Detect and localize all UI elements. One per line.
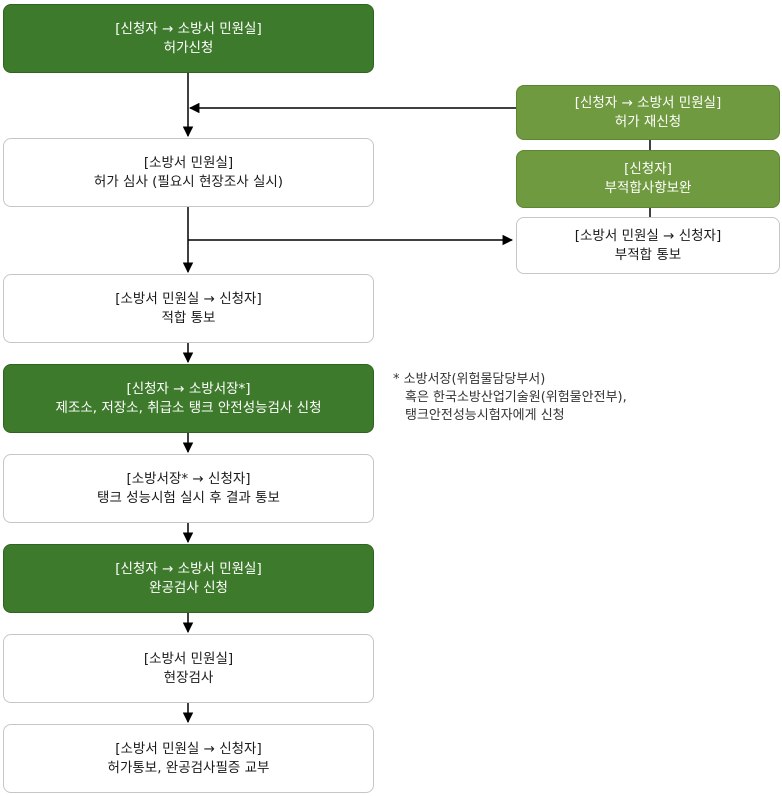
footnote-line: 탱크안전성능시험자에게 신청 <box>405 408 565 423</box>
footnote-line: 혹은 한국소방산업기술원(위험물안전부), <box>405 390 627 405</box>
step-action: 허가 심사 (필요시 현장조사 실시) <box>93 173 284 190</box>
step-tank-test-result: [소방서장* → 신청자] 탱크 성능시험 실시 후 결과 통보 <box>3 454 374 523</box>
footnote-line: * 소방서장(위험물담당부서) <box>393 372 546 387</box>
side-permit-reapplication: [신청자 → 소방서 민원실] 허가 재신청 <box>516 85 780 140</box>
side-nonconformity-fix: [신청자] 부적합사항보완 <box>516 150 780 208</box>
step-action: 부적합 통보 <box>614 246 682 263</box>
step-actor: [소방서 민원실 → 신청자] <box>115 740 262 757</box>
step-action: 탱크 성능시험 실시 후 결과 통보 <box>97 489 280 506</box>
step-actor: [소방서 민원실] <box>143 154 234 171</box>
step-actor: [신청자 → 소방서 민원실] <box>115 20 262 37</box>
step-tank-inspection-application: [신청자 → 소방서장*] 제조소, 저장소, 취급소 탱크 안전성능검사 신청 <box>3 364 374 433</box>
step-action: 제조소, 저장소, 취급소 탱크 안전성능검사 신청 <box>55 399 322 416</box>
step-conformity-notice: [소방서 민원실 → 신청자] 적합 통보 <box>3 274 374 343</box>
footnote: * 소방서장(위험물담당부서) 혹은 한국소방산업기술원(위험물안전부), 탱크… <box>393 371 627 425</box>
step-actor: [신청자 → 소방서 민원실] <box>574 94 722 111</box>
step-action: 적합 통보 <box>161 309 216 326</box>
step-permit-application: [신청자 → 소방서 민원실] 허가신청 <box>3 4 374 73</box>
step-completion-inspection-application: [신청자 → 소방서 민원실] 완공검사 신청 <box>3 544 374 613</box>
step-action: 부적합사항보완 <box>604 180 692 196</box>
step-actor: [소방서장* → 신청자] <box>126 470 251 487</box>
step-action: 허가 재신청 <box>614 113 682 130</box>
step-actor: [신청자 → 소방서장*] <box>126 380 251 397</box>
step-actor: [소방서 민원실 → 신청자] <box>115 290 262 307</box>
step-action: 허가신청 <box>163 39 214 56</box>
step-actor: [신청자 → 소방서 민원실] <box>115 560 262 577</box>
step-actor: [소방서 민원실 → 신청자] <box>574 227 722 244</box>
step-site-inspection: [소방서 민원실] 현장검사 <box>3 634 374 703</box>
step-actor: [신청자] <box>624 161 672 177</box>
step-action: 현장검사 <box>163 669 214 686</box>
step-actor: [소방서 민원실] <box>143 650 234 667</box>
step-action: 완공검사 신청 <box>149 579 228 596</box>
side-nonconformity-notice: [소방서 민원실 → 신청자] 부적합 통보 <box>516 217 780 274</box>
step-action: 허가통보, 완공검사필증 교부 <box>107 759 270 776</box>
step-permit-issuance: [소방서 민원실 → 신청자] 허가통보, 완공검사필증 교부 <box>3 724 374 793</box>
step-permit-review: [소방서 민원실] 허가 심사 (필요시 현장조사 실시) <box>3 138 374 207</box>
